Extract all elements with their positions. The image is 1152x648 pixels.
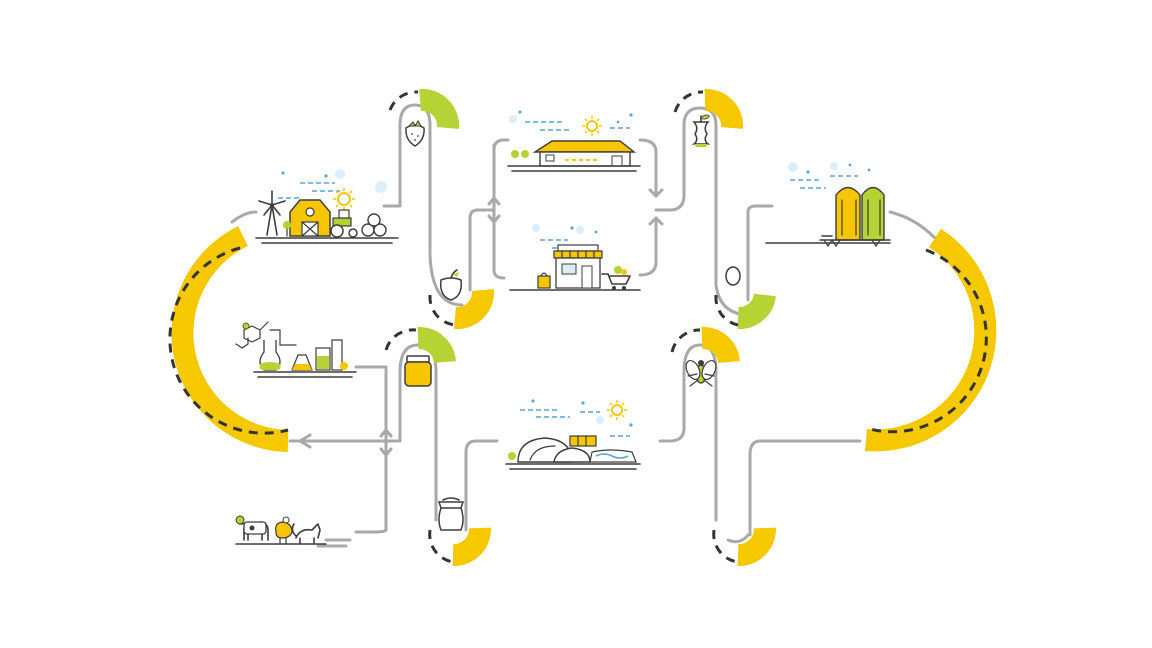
biogas-scene <box>505 399 641 470</box>
left-big-arc <box>168 226 289 452</box>
bottom-right-arc <box>712 527 776 566</box>
sack-arc <box>428 527 491 566</box>
lab-scene <box>235 321 357 378</box>
flask-icon <box>259 329 297 371</box>
cat-icon <box>291 523 321 545</box>
chicken-icon <box>275 516 293 545</box>
egg-icon <box>725 266 741 286</box>
shopping-bag-icon <box>537 272 551 289</box>
fly-arc <box>670 327 740 364</box>
sun-icon <box>333 188 355 210</box>
cow-icon <box>235 515 269 541</box>
market-stall-scene <box>509 224 641 291</box>
barn-icon <box>289 199 331 237</box>
warehouse-icon <box>532 140 637 167</box>
pepper-arc <box>428 289 495 330</box>
warehouse-scene <box>507 110 641 172</box>
sun-icon <box>607 400 627 420</box>
farm-scene <box>255 169 399 244</box>
silo-icon <box>819 186 891 248</box>
right-big-arc <box>865 228 997 452</box>
sack-icon <box>437 497 465 531</box>
silo-scene <box>765 162 891 248</box>
egg-arc <box>714 292 776 329</box>
hay-bales-icon <box>361 213 387 237</box>
apple-core-arc <box>673 89 744 129</box>
sun-icon <box>582 116 602 136</box>
apple-core-icon <box>691 114 711 147</box>
beaker-icon <box>291 339 348 371</box>
molecule-icon <box>235 321 269 349</box>
shop-icon <box>553 244 603 289</box>
windmill-icon <box>258 190 286 236</box>
strawberry-icon <box>405 120 425 147</box>
pepper-icon <box>439 269 463 301</box>
jar-arc <box>384 327 456 364</box>
strawberry-arc <box>388 88 460 129</box>
biogas-dome-icon <box>508 435 637 463</box>
shopping-cart-icon <box>601 266 631 290</box>
fly-icon <box>685 359 717 387</box>
jar-icon <box>404 355 432 387</box>
animals-scene <box>235 515 327 545</box>
tractor-icon <box>330 209 358 238</box>
